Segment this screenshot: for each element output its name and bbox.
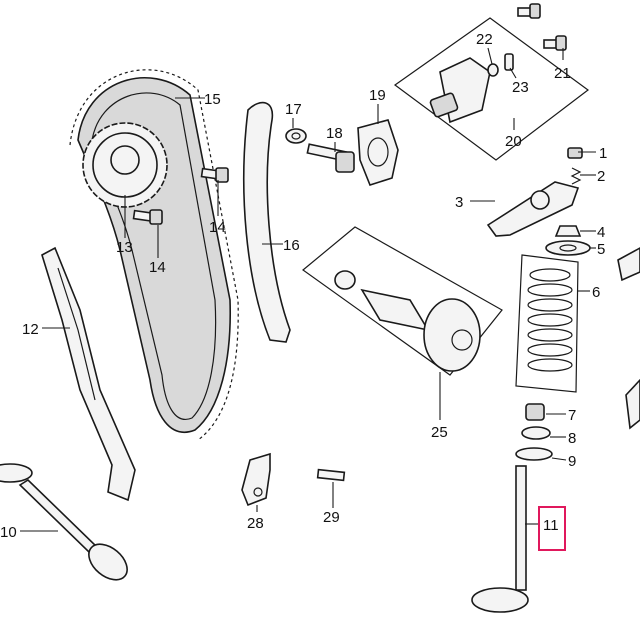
gasket-19 [357,119,399,186]
highlight-box-callout-11 [538,506,566,551]
callout-13: 13 [116,239,133,256]
bolt-14-lower [132,209,163,225]
callout-12: 12 [22,321,39,338]
callout-5: 5 [597,241,605,258]
valve-left [0,463,128,581]
callout-2: 2 [597,168,605,185]
callout-20: 20 [505,133,522,150]
pin-29 [316,468,346,482]
tensioner-slipper [41,246,136,502]
spring-seat-8 [521,426,551,440]
screw-23 [504,53,514,71]
valve-right [471,465,529,613]
valve-retainer [545,225,591,256]
callout-19: 19 [369,87,386,104]
callout-9: 9 [568,453,576,470]
camshaft-box [302,226,503,376]
callout-1: 1 [599,145,607,162]
callout-17: 17 [285,101,302,118]
callout-8: 8 [568,430,576,447]
bolt-14-upper [200,167,229,183]
callout-29: 29 [323,509,340,526]
edge-fragment [617,247,640,430]
callout-18: 18 [326,125,343,142]
valve-spring-box [515,254,579,393]
callout-10: 10 [0,524,17,541]
callout-3: 3 [455,194,463,211]
cam-sprocket [82,122,168,208]
callout-14-lower: 14 [149,259,166,276]
washer-9 [515,447,553,461]
tensioner-assembly-box [393,17,590,161]
callout-14-upper: 14 [209,219,226,236]
bolt-21 [543,35,567,51]
callout-25: 25 [431,424,448,441]
bracket-28 [241,452,271,507]
callout-11: 11 [543,517,559,534]
callout-23: 23 [512,79,529,96]
callout-28: 28 [247,515,264,532]
washer-17 [285,128,307,144]
valve-seal-7 [525,403,545,421]
bolt-top [517,3,541,19]
callout-6: 6 [592,284,600,301]
callout-22: 22 [476,31,493,48]
leader-lines [20,47,596,532]
callout-labels: 15 13 14 14 16 12 10 17 18 19 20 21 22 2… [0,31,607,541]
callout-7: 7 [568,407,576,424]
callout-15: 15 [204,91,221,108]
washer-22 [487,63,499,77]
callout-21: 21 [554,65,571,82]
bolt-18 [306,143,355,173]
callout-16: 16 [283,237,300,254]
rocker-arm [486,147,583,237]
callout-4: 4 [597,224,605,241]
chain-guide [243,101,291,343]
